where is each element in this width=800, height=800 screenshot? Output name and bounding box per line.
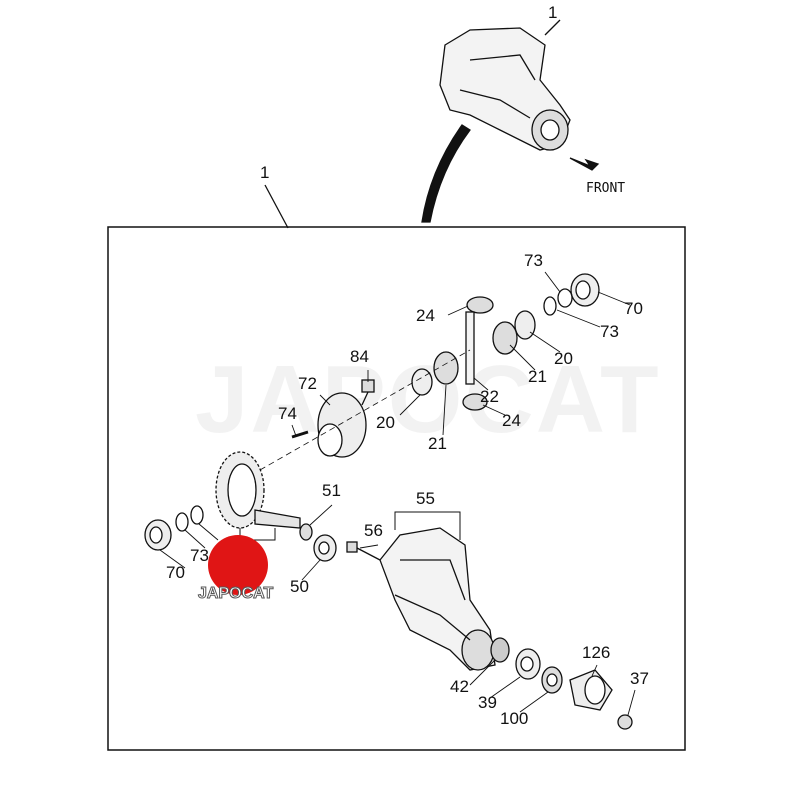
bolt-56 [346, 541, 381, 561]
bearing-70-left [144, 519, 172, 551]
callout-73: 73 [524, 251, 543, 270]
callout-74: 74 [278, 404, 297, 423]
bearing-70-right [570, 273, 600, 307]
bearing-50 [313, 534, 337, 562]
callout-50: 50 [290, 577, 309, 596]
shaft-22 [465, 311, 475, 385]
callout-20: 20 [554, 349, 573, 368]
shim-73 [190, 505, 204, 525]
callout-22: 22 [480, 387, 499, 406]
seal-100 [541, 666, 563, 694]
callout-42: 42 [450, 677, 469, 696]
shim-73 [543, 296, 557, 316]
callout-51: 51 [322, 481, 341, 500]
japocat-logo [208, 535, 268, 595]
callout-73: 73 [190, 546, 209, 565]
oil-seal-42 [490, 637, 510, 663]
pointer-arrow [421, 124, 471, 223]
shim-73 [175, 512, 189, 532]
pin-74 [291, 430, 309, 439]
callout-55: 55 [416, 489, 435, 508]
callout-37: 37 [630, 669, 649, 688]
callout-20: 20 [376, 413, 395, 432]
side-gear-21 [492, 321, 518, 355]
side-gear-21 [433, 351, 459, 385]
pinion-gear-24 [462, 393, 488, 411]
callout-21: 21 [428, 434, 447, 453]
bolt-84 [361, 379, 375, 406]
callout-1: 1 [548, 3, 558, 22]
carrier-housing-55 [379, 511, 496, 671]
callout-73: 73 [600, 322, 619, 341]
differential-housing-overview [439, 19, 571, 151]
bearing-39 [515, 648, 541, 680]
flange-126 [569, 669, 613, 711]
differential-case-72 [317, 392, 367, 458]
callout-56: 56 [364, 521, 383, 540]
nut-37 [617, 714, 633, 730]
shim-73 [557, 288, 573, 308]
washer-20 [411, 368, 433, 396]
callout-39: 39 [478, 693, 497, 712]
drive-pinion [254, 509, 301, 529]
leader-lines [159, 271, 636, 716]
callout-84: 84 [350, 347, 369, 366]
callout-24: 24 [416, 306, 435, 325]
assembly-frame [107, 226, 686, 751]
callout-70: 70 [624, 299, 643, 318]
callout-1: 1 [260, 163, 270, 182]
side-gear-20 [514, 310, 536, 340]
callout-126: 126 [582, 643, 611, 662]
pinion-gear-24 [466, 296, 494, 314]
ring-gear [215, 451, 265, 529]
callout-70: 70 [166, 563, 185, 582]
spacer-51 [299, 523, 313, 541]
front-label: FRONT [586, 181, 626, 196]
watermark: JAPOCAT [195, 346, 661, 453]
logo-text: JAPOCAT [197, 585, 274, 603]
callout-24: 24 [502, 411, 521, 430]
front-arrow-icon [569, 157, 600, 171]
callout-21: 21 [528, 367, 547, 386]
callout-100: 100 [500, 709, 529, 728]
callout-72: 72 [298, 374, 317, 393]
